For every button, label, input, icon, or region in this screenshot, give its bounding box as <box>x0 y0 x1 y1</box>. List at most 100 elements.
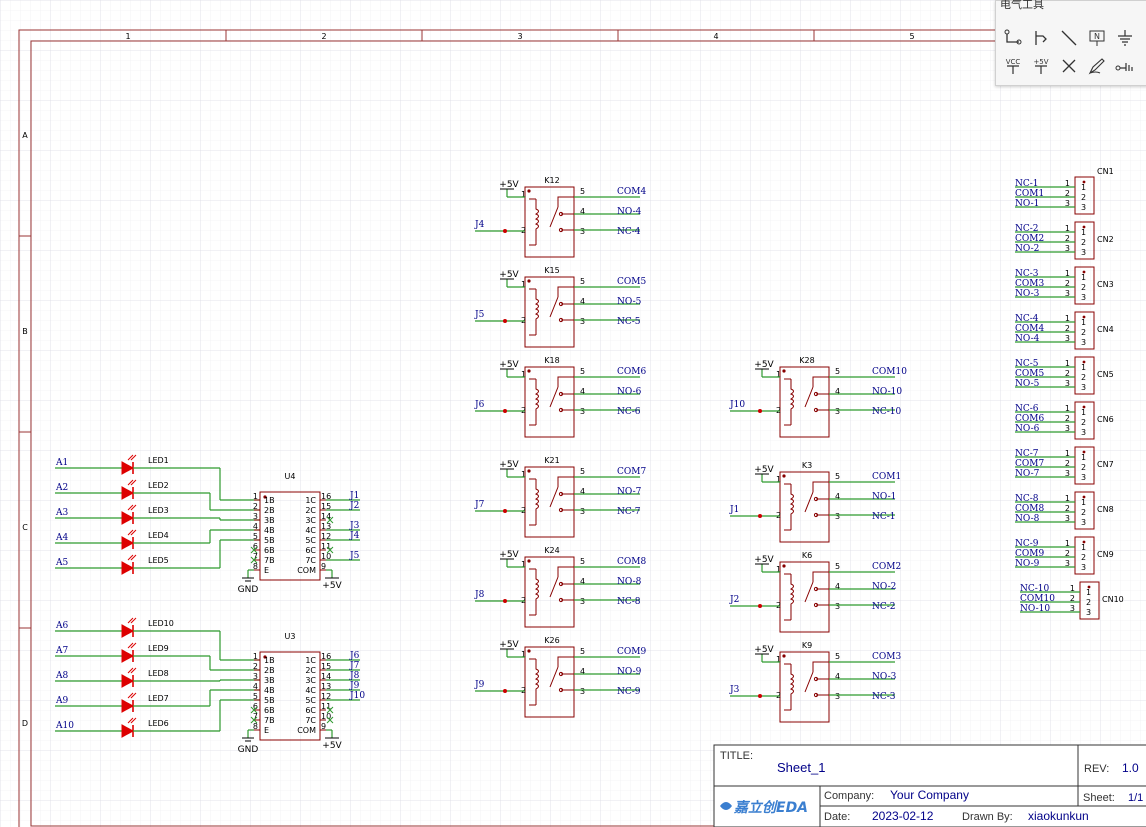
led-emission-arrows[interactable] <box>127 717 137 724</box>
led-symbol[interactable] <box>121 649 135 663</box>
relay-body[interactable] <box>524 366 575 438</box>
led-emission-arrows[interactable] <box>127 642 137 649</box>
relay-coil[interactable] <box>534 659 539 705</box>
netlabel-tool-icon[interactable] <box>1030 27 1052 49</box>
relay-coil[interactable] <box>534 289 539 335</box>
led-symbol[interactable] <box>121 511 135 525</box>
relay-coil[interactable] <box>789 574 794 620</box>
relay-body[interactable] <box>779 651 830 723</box>
relay-contact[interactable] <box>804 571 829 603</box>
relay-contact[interactable] <box>549 656 574 688</box>
ground-tool-icon[interactable] <box>1114 27 1136 49</box>
relay-body[interactable] <box>524 276 575 348</box>
relay-body[interactable] <box>779 471 830 543</box>
led-emission-arrows[interactable] <box>127 617 137 624</box>
electrical-tools-panel[interactable]: 电气工具 N VCC +5V <box>995 0 1146 86</box>
gnd-symbol[interactable] <box>242 577 254 582</box>
relay-body[interactable] <box>779 561 830 633</box>
connector-body[interactable] <box>1074 401 1095 440</box>
connector-body[interactable] <box>1074 356 1095 395</box>
junction-dot[interactable] <box>503 689 507 693</box>
led-emission-arrows[interactable] <box>127 504 137 511</box>
vcc-tool-icon[interactable]: VCC <box>1002 55 1024 77</box>
relay-contact[interactable] <box>804 661 829 693</box>
pen-tool-icon[interactable] <box>1086 55 1108 77</box>
led-emission-arrows[interactable] <box>127 479 137 486</box>
connector-body[interactable] <box>1074 176 1095 215</box>
rev-value[interactable]: 1.0 <box>1122 761 1139 775</box>
led-emission-arrows[interactable] <box>127 692 137 699</box>
no-connect-marker[interactable] <box>326 546 334 554</box>
junction-dot[interactable] <box>758 409 762 413</box>
led-emission-arrows[interactable] <box>127 529 137 536</box>
relay-coil[interactable] <box>789 379 794 425</box>
line-tool-icon[interactable] <box>1058 27 1080 49</box>
no-connect-marker[interactable] <box>326 716 334 724</box>
junction-dot[interactable] <box>503 409 507 413</box>
netflag-tool-icon[interactable]: N <box>1086 27 1108 49</box>
no-connect-marker[interactable] <box>326 706 334 714</box>
relay-contact[interactable] <box>549 196 574 228</box>
wire-tool-icon[interactable] <box>1002 27 1024 49</box>
led-emission-arrows[interactable] <box>127 554 137 561</box>
relay-coil[interactable] <box>534 569 539 615</box>
led-symbol[interactable] <box>121 674 135 688</box>
relay-coil[interactable] <box>789 664 794 710</box>
drawn-by-value[interactable]: xiaokunkun <box>1028 809 1089 823</box>
relay-body[interactable] <box>524 556 575 628</box>
relay-body[interactable] <box>524 186 575 258</box>
relay-body[interactable] <box>524 466 575 538</box>
led-symbol[interactable] <box>121 724 135 738</box>
date-value[interactable]: 2023-02-12 <box>872 809 934 823</box>
no-connect-marker[interactable] <box>250 706 258 714</box>
chip-body[interactable] <box>259 491 321 581</box>
relay-contact[interactable] <box>549 566 574 598</box>
led-symbol[interactable] <box>121 461 135 475</box>
junction-dot[interactable] <box>503 599 507 603</box>
connector-body[interactable] <box>1074 446 1095 485</box>
no-connect-marker[interactable] <box>250 716 258 724</box>
junction-dot[interactable] <box>503 229 507 233</box>
no-connect-marker[interactable] <box>326 516 334 524</box>
noconnect-tool-icon[interactable] <box>1058 55 1080 77</box>
no-connect-marker[interactable] <box>250 546 258 554</box>
connector-body[interactable] <box>1074 491 1095 530</box>
probe-tool-icon[interactable] <box>1114 55 1136 77</box>
connector-body[interactable] <box>1074 311 1095 350</box>
relay-coil[interactable] <box>534 199 539 245</box>
connector-body[interactable] <box>1074 536 1095 575</box>
relay-coil[interactable] <box>789 484 794 530</box>
junction-dot[interactable] <box>758 514 762 518</box>
relay-contact[interactable] <box>804 481 829 513</box>
company-value[interactable]: Your Company <box>890 788 969 802</box>
